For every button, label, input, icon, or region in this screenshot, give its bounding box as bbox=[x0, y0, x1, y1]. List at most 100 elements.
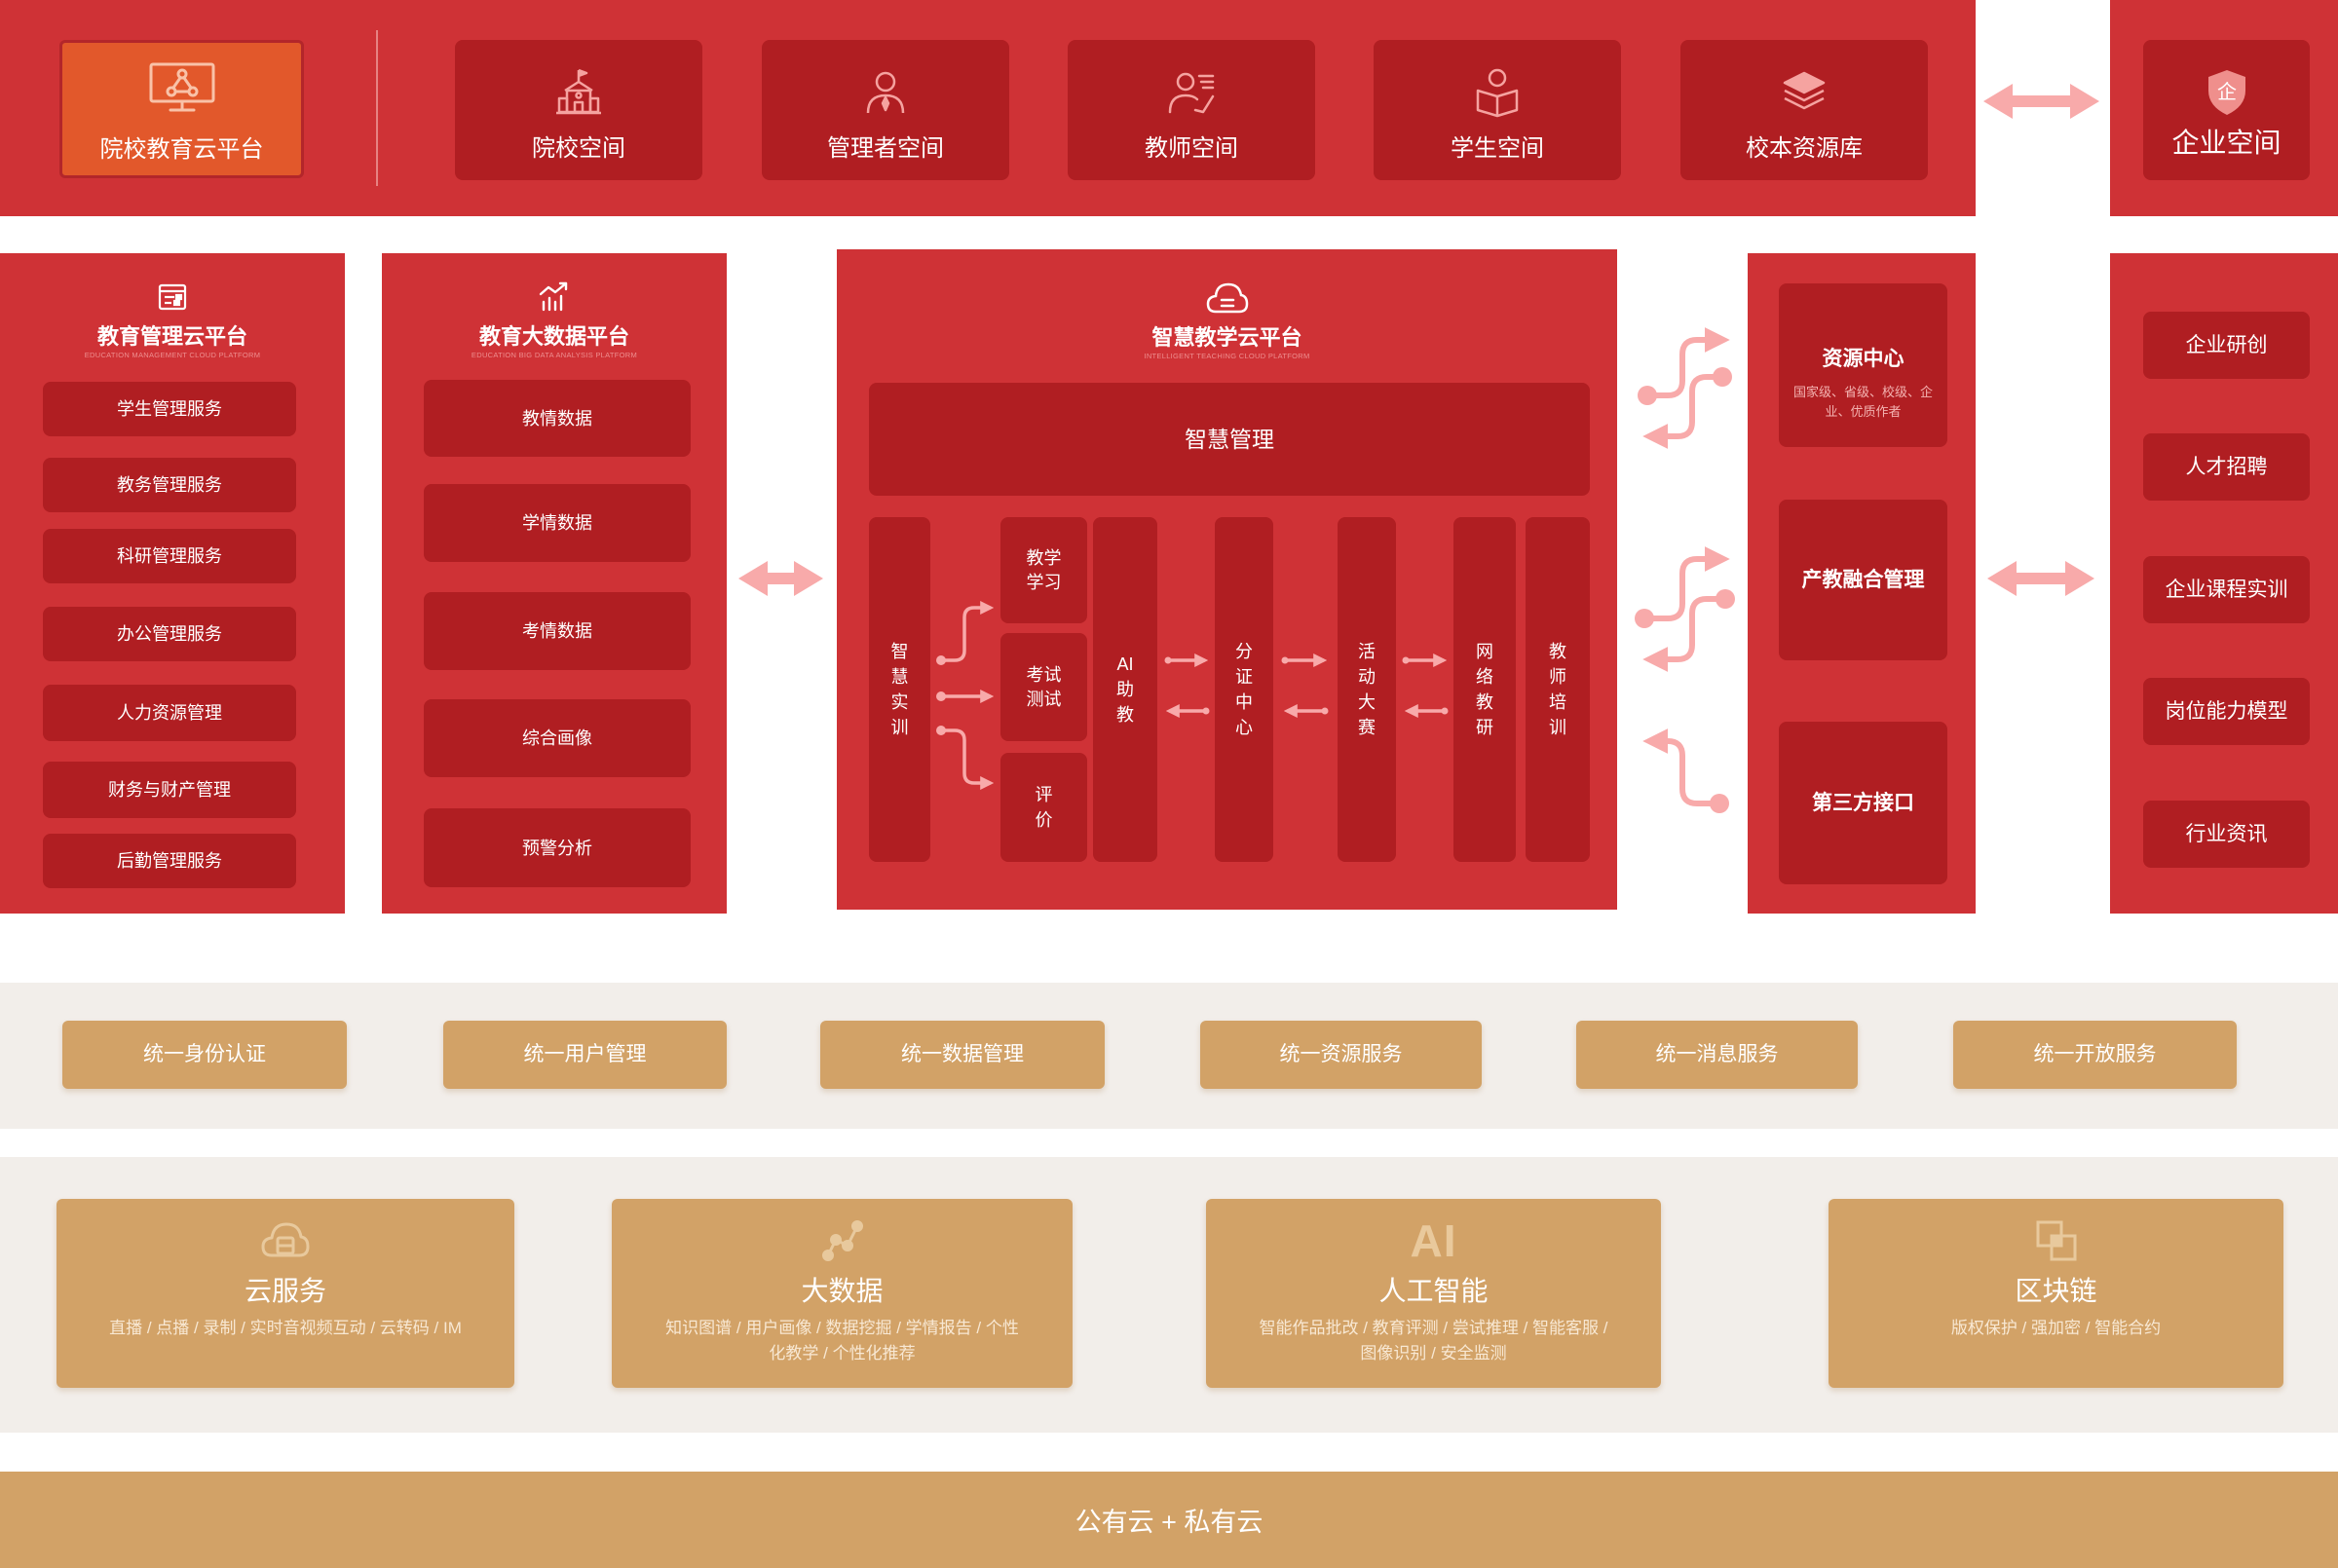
space-label: 管理者空间 bbox=[827, 135, 944, 162]
list-item-label: 财务与财产管理 bbox=[108, 780, 231, 800]
big-data-subtitle: EDUCATION BIG DATA ANALYSIS PLATFORM bbox=[471, 351, 638, 359]
space-teacher: 教师空间 bbox=[1068, 40, 1315, 180]
tech-ai: AI 人工智能 智能作品批改 / 教育评测 / 尝试推理 / 智能客服 / 图像… bbox=[1206, 1199, 1661, 1388]
space-school: 院校空间 bbox=[455, 40, 702, 180]
unified-service: 统一用户管理 bbox=[443, 1021, 727, 1089]
enterprise-item-label: 企业研创 bbox=[2185, 333, 2268, 356]
list-item-label: 学情数据 bbox=[522, 513, 592, 533]
connector-dot bbox=[1635, 609, 1654, 628]
resource-center-box: 资源中心 国家级、省级、校级、企业、优质作者 bbox=[1779, 283, 1947, 447]
connector-dot bbox=[1713, 367, 1732, 387]
list-item: 学情数据 bbox=[424, 484, 691, 562]
module-label: 活动大赛 bbox=[1358, 642, 1376, 737]
industry-integration-box: 产教融合管理 bbox=[1779, 500, 1947, 660]
space-label: 学生空间 bbox=[1451, 135, 1544, 162]
big-data-title: 教育大数据平台 bbox=[478, 324, 629, 349]
training-output-label: 考试测试 bbox=[1026, 664, 1062, 709]
platform-tile: 院校教育云平台 bbox=[59, 40, 304, 178]
connector-to-integration bbox=[1641, 546, 1730, 621]
list-item: 学生管理服务 bbox=[43, 382, 296, 436]
tech-big-data: 大数据 知识图谱 / 用户画像 / 数据挖掘 / 学情报告 / 个性化教学 / … bbox=[612, 1199, 1073, 1388]
list-item-label: 综合画像 bbox=[522, 728, 592, 748]
module-label: 教师培训 bbox=[1549, 642, 1566, 737]
space-resource-library: 校本资源库 bbox=[1680, 40, 1928, 180]
tech-blockchain: 区块链 版权保护 / 强加密 / 智能合约 bbox=[1829, 1199, 2283, 1388]
unified-service: 统一身份认证 bbox=[62, 1021, 347, 1089]
big-data-panel: 教育大数据平台 EDUCATION BIG DATA ANALYSIS PLAT… bbox=[382, 253, 727, 914]
tech-desc: 直播 / 点播 / 录制 / 实时音视频互动 / 云转码 / IM bbox=[109, 1319, 462, 1337]
layers-icon bbox=[1779, 67, 1829, 118]
tech-desc: 知识图谱 / 用户画像 / 数据挖掘 / 学情报告 / 个性化教学 / 个性化推… bbox=[665, 1319, 1019, 1363]
enterprise-space-tile: 企 企业空间 bbox=[2143, 40, 2310, 180]
enterprise-item: 企业研创 bbox=[2143, 312, 2310, 379]
module-label: 网络教研 bbox=[1476, 642, 1493, 737]
list-item: 人力资源管理 bbox=[43, 685, 296, 741]
enterprise-item: 岗位能力模型 bbox=[2143, 678, 2310, 745]
unified-service-label: 统一资源服务 bbox=[1279, 1043, 1403, 1065]
deployment-bar: 公有云 + 私有云 bbox=[0, 1472, 2338, 1568]
list-item: 考情数据 bbox=[424, 592, 691, 670]
connector-dot bbox=[1638, 386, 1657, 405]
tech-desc: 版权保护 / 强加密 / 智能合约 bbox=[1950, 1319, 2162, 1337]
edu-management-title: 教育管理云平台 bbox=[96, 324, 247, 349]
student-icon bbox=[1472, 67, 1523, 118]
module-label: AI助教 bbox=[1116, 654, 1134, 725]
space-label: 院校空间 bbox=[532, 135, 625, 162]
connector-from-resource-center bbox=[1642, 374, 1725, 449]
list-item: 办公管理服务 bbox=[43, 607, 296, 661]
unified-service-label: 统一消息服务 bbox=[1655, 1043, 1779, 1065]
third-party-interface-label: 第三方接口 bbox=[1812, 791, 1914, 814]
list-item: 综合画像 bbox=[424, 699, 691, 777]
double-arrow-top bbox=[1983, 84, 2099, 119]
module-teacher-training: 教师培训 bbox=[1526, 517, 1590, 862]
list-item: 后勤管理服务 bbox=[43, 834, 296, 888]
teacher-icon bbox=[1166, 67, 1217, 118]
unified-service: 统一资源服务 bbox=[1200, 1021, 1482, 1089]
form-icon bbox=[157, 282, 188, 312]
smart-training-label: 智慧实训 bbox=[890, 642, 909, 737]
space-label: 教师空间 bbox=[1145, 135, 1238, 162]
tech-title: 人工智能 bbox=[1378, 1276, 1489, 1306]
list-item-label: 考情数据 bbox=[522, 621, 592, 641]
double-arrow-bigdata-teaching bbox=[738, 561, 823, 596]
enterprise-item-label: 岗位能力模型 bbox=[2165, 699, 2288, 723]
monitor-network-icon bbox=[147, 60, 217, 115]
training-output-evaluation: 评价 bbox=[1000, 753, 1087, 862]
unified-service-label: 统一用户管理 bbox=[523, 1043, 647, 1065]
school-icon bbox=[553, 67, 604, 118]
nodes-icon bbox=[820, 1218, 865, 1263]
list-item: 科研管理服务 bbox=[43, 529, 296, 583]
enterprise-item-label: 人才招聘 bbox=[2185, 455, 2268, 478]
unified-service: 统一开放服务 bbox=[1953, 1021, 2237, 1089]
module-competition: 活动大赛 bbox=[1338, 517, 1396, 862]
double-arrow-resources-enterprise bbox=[1987, 561, 2094, 596]
tech-title: 区块链 bbox=[2015, 1276, 2097, 1306]
enterprise-space-label: 企业空间 bbox=[2171, 128, 2281, 158]
tech-title: 云服务 bbox=[244, 1276, 326, 1306]
resource-center-desc: 国家级、省级、校级、企业、优质作者 bbox=[1792, 385, 1933, 419]
enterprise-item: 企业课程实训 bbox=[2143, 556, 2310, 623]
teaching-platform-title: 智慧教学云平台 bbox=[1151, 325, 1302, 350]
space-label: 校本资源库 bbox=[1746, 135, 1863, 162]
cloud-server-icon bbox=[260, 1218, 311, 1263]
space-manager: 管理者空间 bbox=[762, 40, 1009, 180]
third-party-interface-box: 第三方接口 bbox=[1779, 722, 1947, 884]
smart-training-box: 智慧实训 bbox=[869, 517, 930, 862]
list-item-label: 预警分析 bbox=[522, 838, 592, 858]
module-certification-center: 分证中心 bbox=[1215, 517, 1273, 862]
connector-from-third-party bbox=[1642, 728, 1722, 806]
unified-service: 统一数据管理 bbox=[820, 1021, 1105, 1089]
ai-icon: AI bbox=[1410, 1215, 1457, 1266]
chart-trend-icon bbox=[538, 280, 571, 312]
module-online-research: 网络教研 bbox=[1453, 517, 1516, 862]
unified-service-label: 统一开放服务 bbox=[2033, 1043, 2157, 1065]
connector-to-resource-center bbox=[1644, 327, 1730, 398]
resource-center-title: 资源中心 bbox=[1822, 348, 1904, 370]
training-output-exam: 考试测试 bbox=[1000, 633, 1087, 741]
edu-management-subtitle: EDUCATION MANAGEMENT CLOUD PLATFORM bbox=[84, 351, 261, 359]
unified-services-band bbox=[0, 983, 2338, 1129]
training-output-label: 教学学习 bbox=[1026, 547, 1062, 592]
list-item-label: 人力资源管理 bbox=[117, 703, 222, 723]
list-item: 财务与财产管理 bbox=[43, 762, 296, 818]
list-item-label: 办公管理服务 bbox=[117, 624, 222, 644]
